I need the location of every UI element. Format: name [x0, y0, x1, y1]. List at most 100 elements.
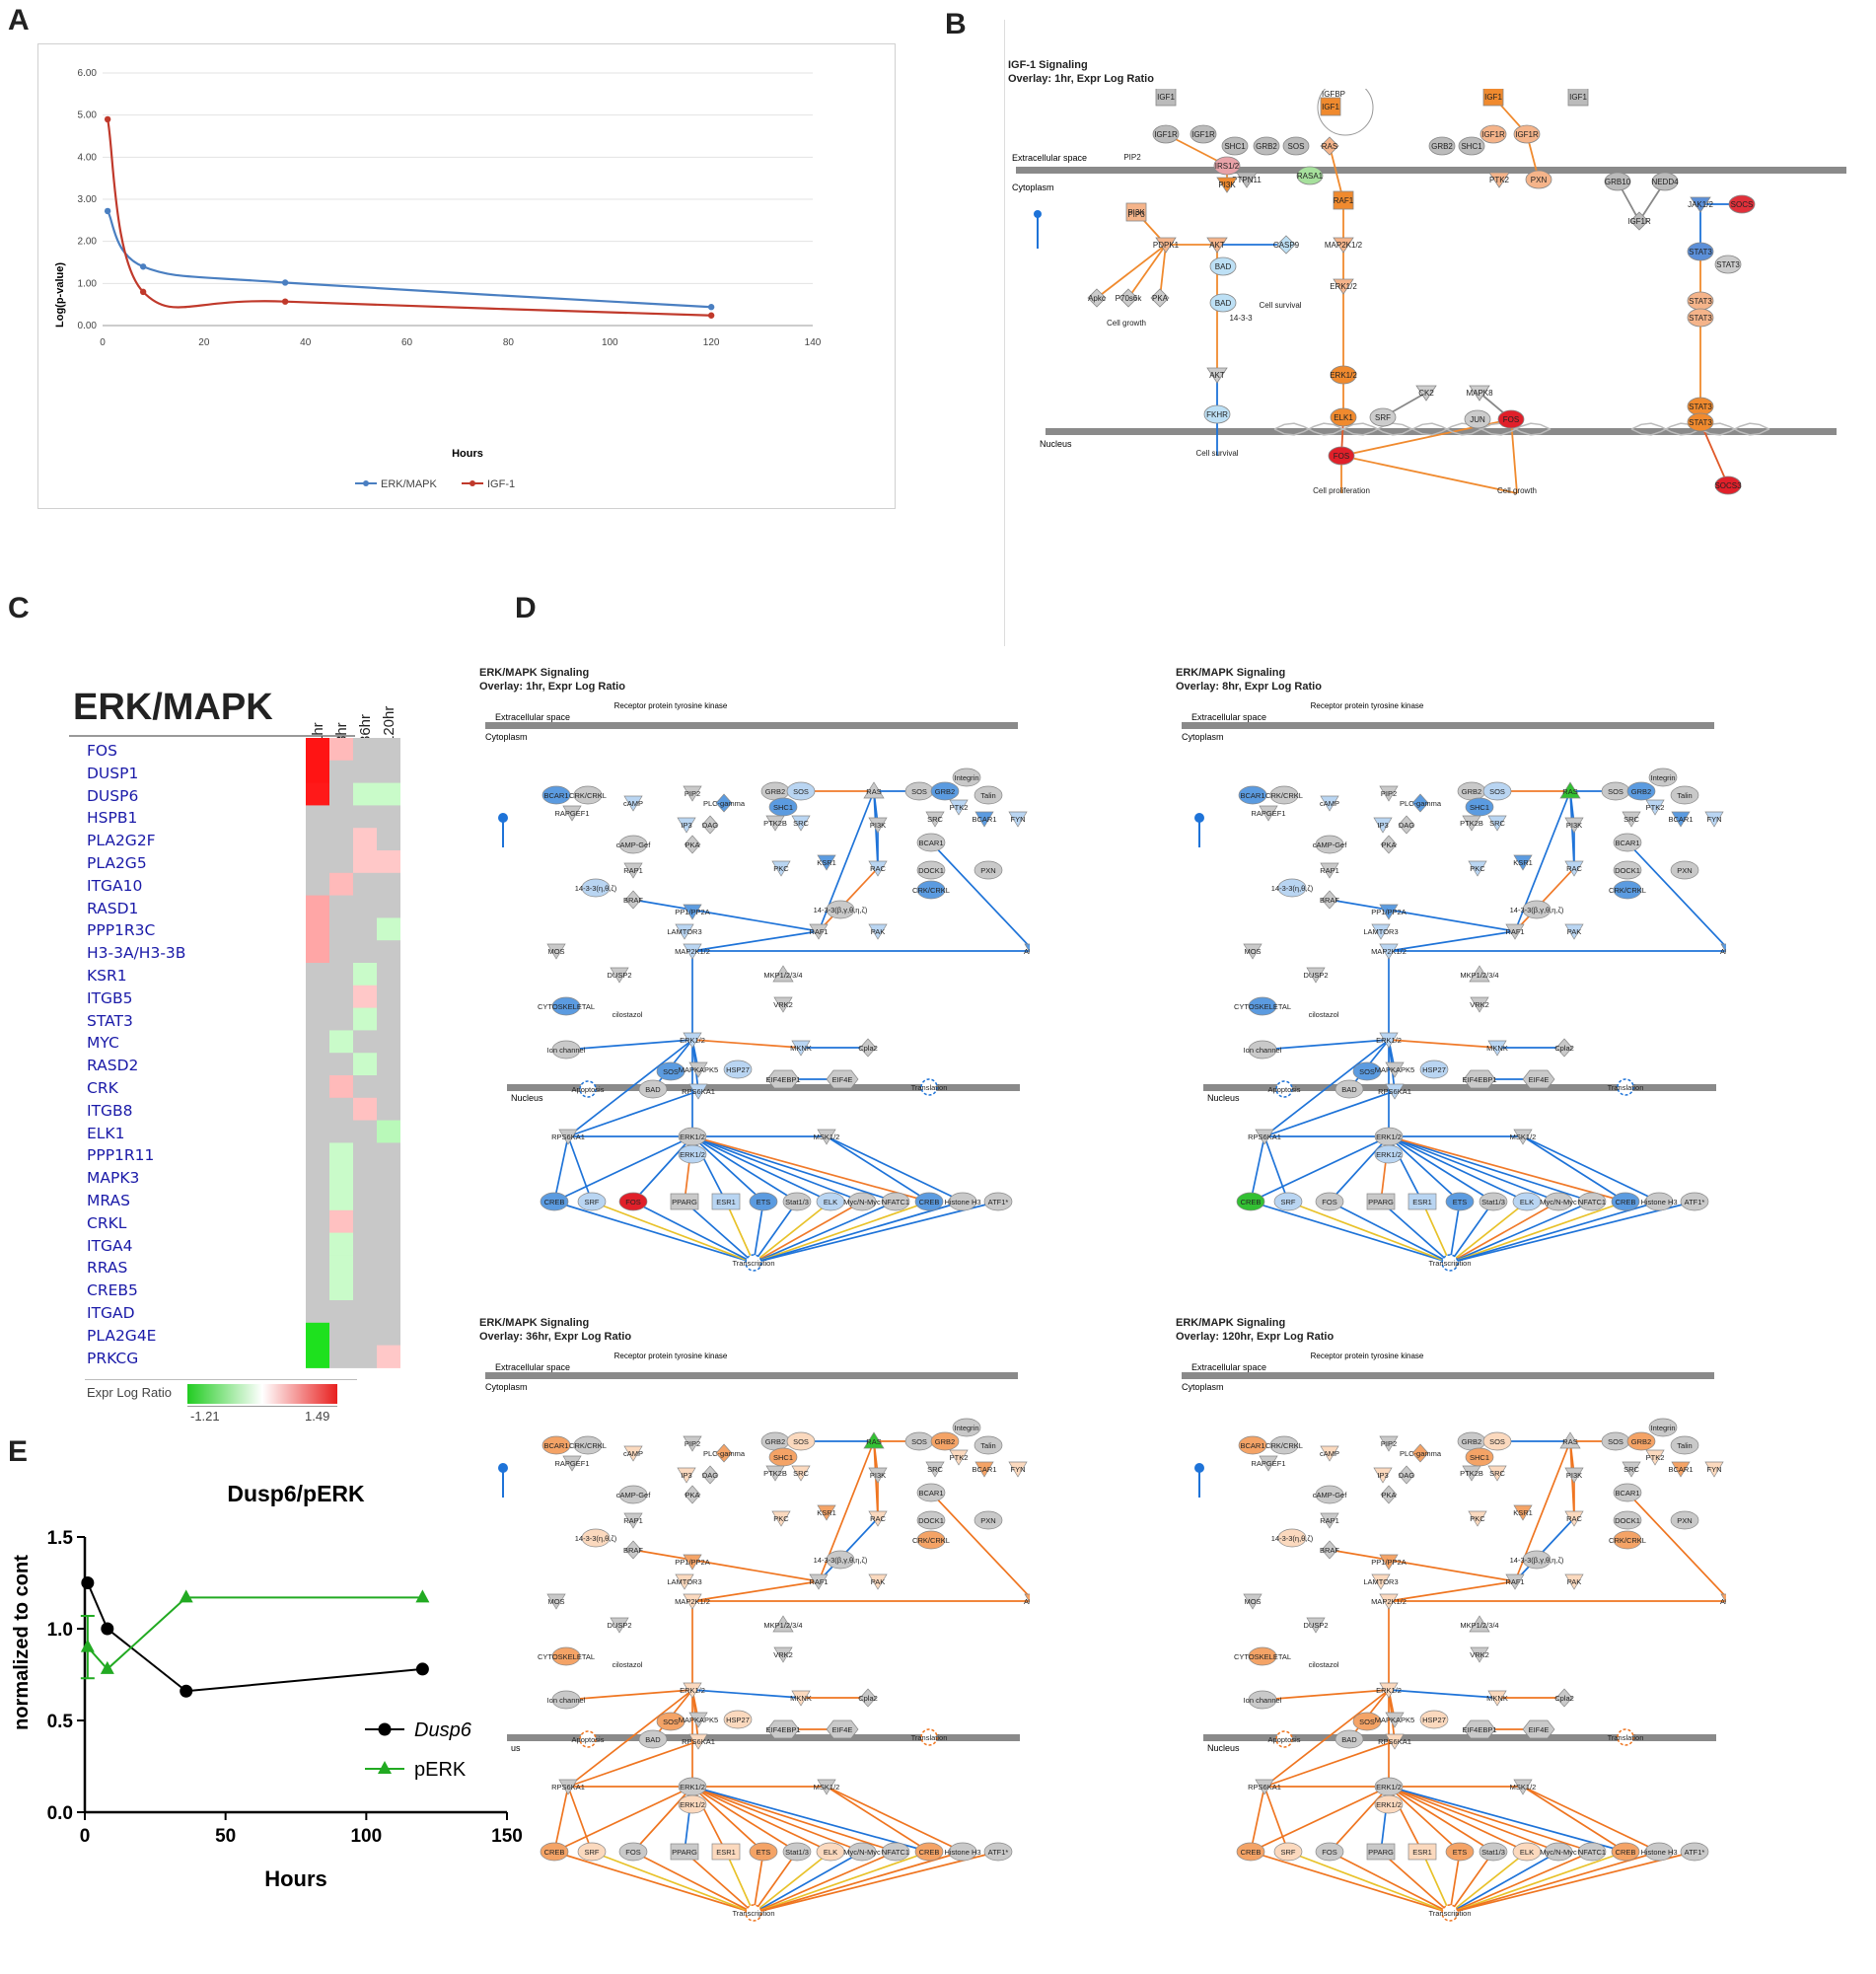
heatmap-cell	[353, 1322, 377, 1347]
d-node-shape	[1243, 1593, 1263, 1610]
d-node-label: RAP1	[623, 866, 643, 875]
d-node-label: PKA	[685, 1491, 699, 1499]
d-panel-overlay: Overlay: 36hr, Expr Log Ratio	[479, 1331, 632, 1343]
d-extracellular-label: Extracellular space	[495, 1362, 570, 1372]
d-nucleus-label: Nucleus	[1207, 1093, 1240, 1103]
b-node-shape	[1296, 166, 1324, 185]
d-node-label: MKNK	[1486, 1044, 1508, 1053]
d-node-label: CREB	[544, 1848, 565, 1857]
d-node-label: cilostazol	[1309, 1010, 1339, 1019]
b-node-shape	[1629, 211, 1649, 231]
heatmap-cell	[329, 1300, 353, 1324]
d-node-label: ELK	[1520, 1198, 1534, 1206]
d-node-shape	[1564, 860, 1584, 877]
a-ytick: 5.00	[78, 110, 98, 121]
d-cytoplasm-label: Cytoplasm	[1182, 1382, 1224, 1392]
heatmap-cell	[329, 805, 353, 829]
d-node-label: SRC	[1489, 819, 1505, 828]
heatmap-cell	[329, 1053, 353, 1076]
d-node-label: PTK2B	[763, 819, 787, 828]
d-node-shape	[1577, 1192, 1607, 1211]
d-edge	[553, 1786, 693, 1853]
b-node-shape	[1276, 235, 1296, 255]
d-node-label: MAP2K1/2	[675, 1597, 710, 1606]
d-edge	[591, 1851, 755, 1914]
d-node-shape	[786, 1431, 816, 1451]
d-edge	[691, 1135, 764, 1203]
d-node-shape	[1243, 943, 1263, 960]
b-edge	[1699, 421, 1729, 486]
a-series-line-IGF-1	[107, 118, 712, 317]
d-node-shape	[688, 1061, 708, 1078]
b-node-label: Cell growth	[1497, 486, 1537, 495]
d-edge	[1522, 1786, 1626, 1853]
heatmap-cell	[377, 782, 400, 806]
heatmap-row-label: HSPB1	[87, 809, 138, 828]
d-edge	[691, 1135, 831, 1203]
e-ytick: 1.5	[47, 1528, 74, 1549]
b-node-label: IGF1	[1569, 93, 1587, 102]
b-dna-strand	[1273, 422, 1413, 436]
d-node-shape	[766, 1719, 800, 1739]
d-edge	[753, 1851, 999, 1914]
a-xtick: 140	[805, 337, 822, 348]
heatmap-cell	[329, 1030, 353, 1054]
d-node-shape	[983, 1842, 1013, 1862]
d-node-label: ATF1*	[1685, 1198, 1705, 1206]
heatmap-row-label: PRKCG	[87, 1349, 139, 1367]
d-node-shape	[1380, 835, 1398, 854]
d-node-shape	[1385, 1061, 1405, 1078]
d-node-label: FOS	[625, 1198, 640, 1206]
b-node-label: GRB10	[1605, 178, 1631, 186]
d-pathway-diagram: Extracellular spaceCytoplasmNucleusRecep…	[485, 701, 1030, 1272]
d-node-shape	[859, 1038, 877, 1058]
heatmap-row-label: FOS	[87, 742, 117, 760]
d-node-label: Cpla2	[858, 1044, 878, 1053]
heatmap-cell	[306, 1255, 329, 1279]
d-node-label: MKP1/2/3/4	[763, 971, 802, 980]
b-node-shape	[1488, 172, 1510, 188]
d-node-shape	[916, 860, 946, 880]
d-node-shape	[974, 1435, 1003, 1455]
heatmap-cell	[377, 1165, 400, 1189]
d-edge	[753, 1201, 798, 1264]
d-node-shape	[773, 996, 793, 1013]
d-receptor-label: Receptor protein tyrosine kinase	[614, 1352, 728, 1360]
b-node-shape	[1714, 255, 1742, 274]
d-node-label: DOCK1	[1615, 1516, 1640, 1525]
d-membrane-nuclear	[1203, 1734, 1716, 1741]
b-node-shape	[1690, 196, 1711, 213]
b-edge	[1340, 455, 1518, 494]
d-node-shape	[916, 1510, 946, 1530]
d-edge	[753, 1851, 863, 1914]
d-pathway-diagram: Extracellular spaceCytoplasmNucleusRecep…	[1182, 1352, 1726, 1922]
d-node-shape	[817, 1129, 836, 1145]
d-edge	[753, 1851, 930, 1914]
heatmap-cell	[353, 1209, 377, 1234]
d-node-shape	[1645, 1449, 1665, 1466]
b-node-label: CASP9	[1273, 241, 1300, 250]
d-node-label: PP1/PP2A	[1371, 908, 1406, 916]
d-node-shape	[1335, 1729, 1364, 1749]
d-node-label: ETS	[1453, 1198, 1468, 1206]
b-node-label: IGF1R	[1154, 130, 1178, 139]
panel-e-label: E	[8, 1435, 29, 1468]
b-node-label: FOS	[1334, 452, 1349, 461]
d-node-shape	[1564, 923, 1584, 940]
d-node-shape	[1482, 1431, 1512, 1451]
e-ylabel: normalized to cont	[11, 1555, 33, 1730]
colorbar-rule	[85, 1379, 357, 1380]
d-node-shape	[1617, 1728, 1634, 1746]
d-node-label: CRK/CRKL	[1265, 791, 1303, 800]
d-node-label: PI3K	[870, 821, 886, 830]
heatmap-cell	[377, 963, 400, 987]
d-node-shape	[1008, 1461, 1028, 1478]
panel-b-frame	[1004, 20, 1876, 646]
heatmap-row-label: PLA2G5	[87, 854, 147, 872]
d-node-label: MAPKAPK5	[679, 1716, 718, 1724]
d-node-shape	[688, 1083, 708, 1100]
heatmap-row-label: CRK	[87, 1079, 118, 1097]
d-node-label: RAPGEF1	[554, 1459, 589, 1468]
d-node-label: FYN	[1011, 1465, 1026, 1474]
d-node-shape	[1671, 811, 1691, 828]
